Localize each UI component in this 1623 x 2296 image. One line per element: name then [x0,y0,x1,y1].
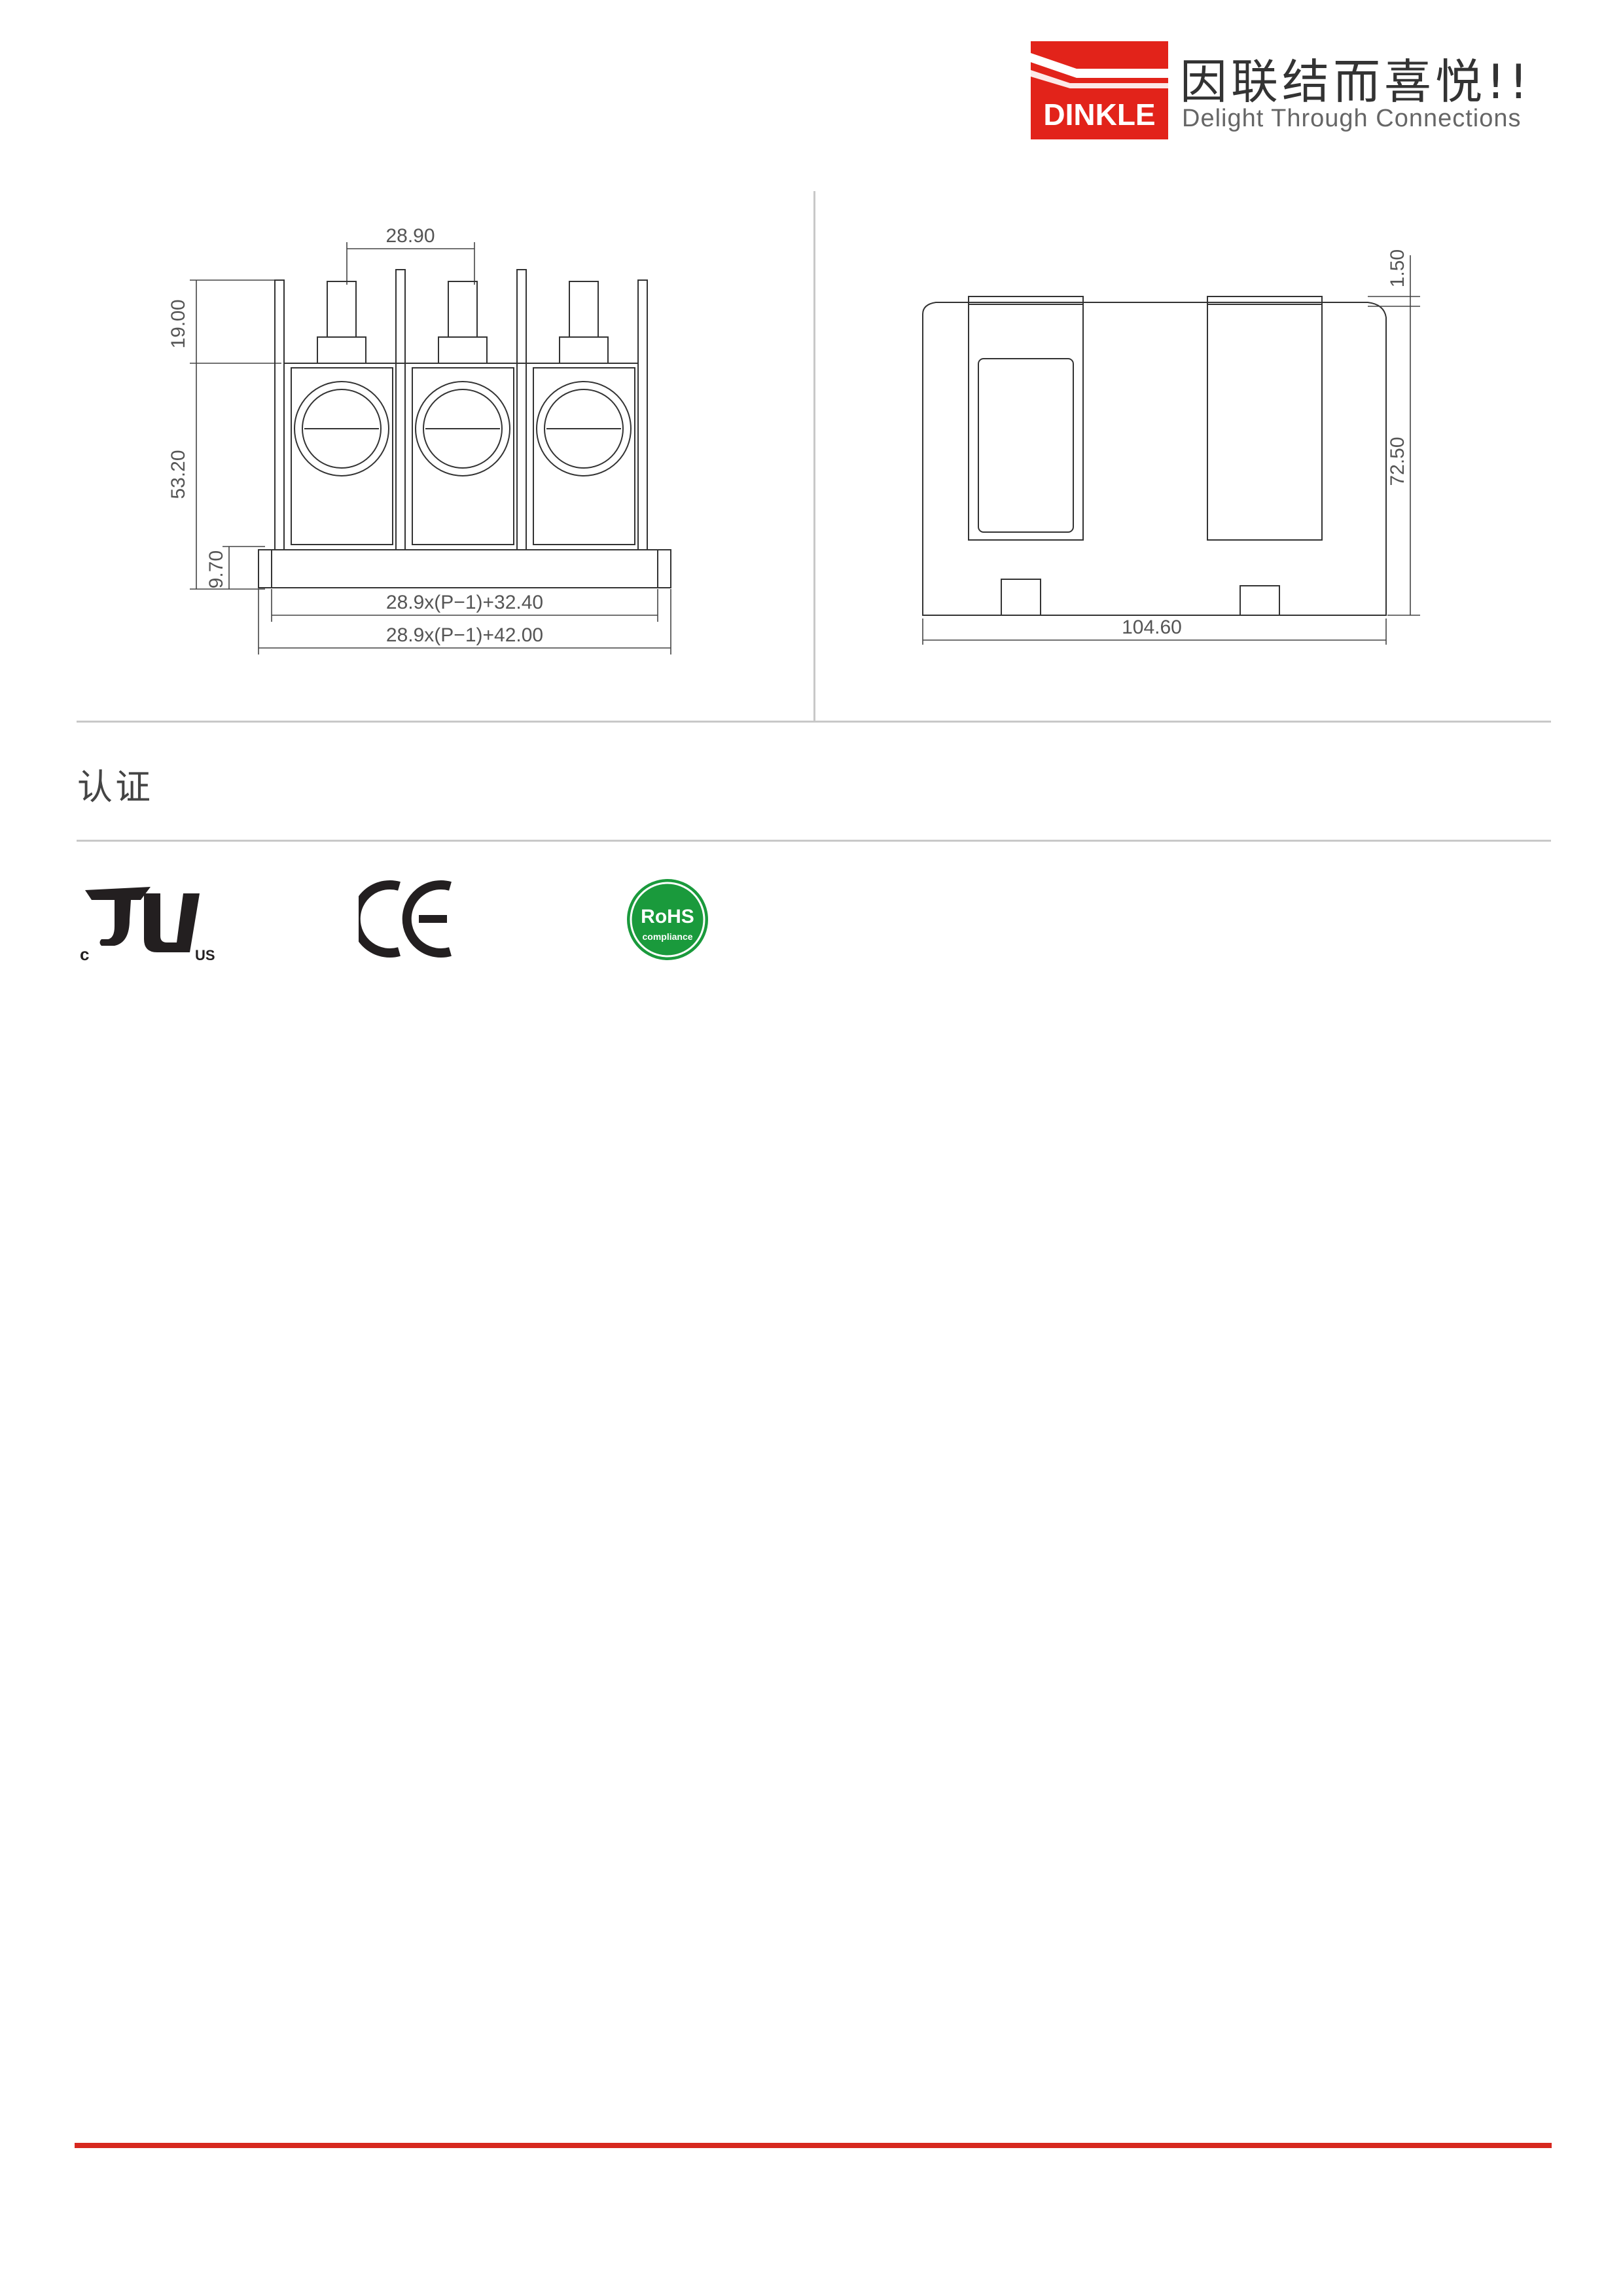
dim-h-top: 19.00 [168,299,189,348]
side-view-drawing: 1.50 72.50 104.60 [922,249,1420,645]
dim-h-base: 9.70 [205,550,227,588]
ul-cert-mark: c US [80,887,215,962]
dim-width: 104.60 [1122,617,1182,638]
svg-text:compliance: compliance [642,931,692,942]
dim-top-gap: 1.50 [1387,249,1408,287]
dim-w-outer: 28.9x(P−1)+42.00 [386,624,543,646]
footer-red-line [75,2143,1552,2148]
ce-cert-mark [359,880,452,958]
terminal-2 [412,281,514,545]
svg-text:c: c [80,944,89,962]
slogan-english: Delight Through Connections [1182,105,1522,132]
terminal-1 [291,281,393,545]
front-view-drawing: 28.90 19.00 53.20 9.70 [168,225,671,655]
dim-height: 72.50 [1387,437,1408,486]
divider-cert [77,840,1551,842]
dim-pitch: 28.90 [385,225,435,247]
rohs-cert-mark: RoHS compliance [627,879,708,960]
terminal-3 [533,281,635,545]
svg-text:RoHS: RoHS [641,906,694,927]
dinkle-logo: DINKLE [1031,41,1168,139]
divider-top [77,721,1551,723]
vertical-divider [813,191,815,721]
slogan-chinese: 因联结而喜悦!! [1180,54,1532,109]
certification-title: 认证 [77,766,153,808]
dim-w-inner: 28.9x(P−1)+32.40 [386,592,543,613]
svg-text:US: US [195,947,215,962]
dim-h-body: 53.20 [168,450,189,499]
svg-text:DINKLE: DINKLE [1043,98,1155,132]
